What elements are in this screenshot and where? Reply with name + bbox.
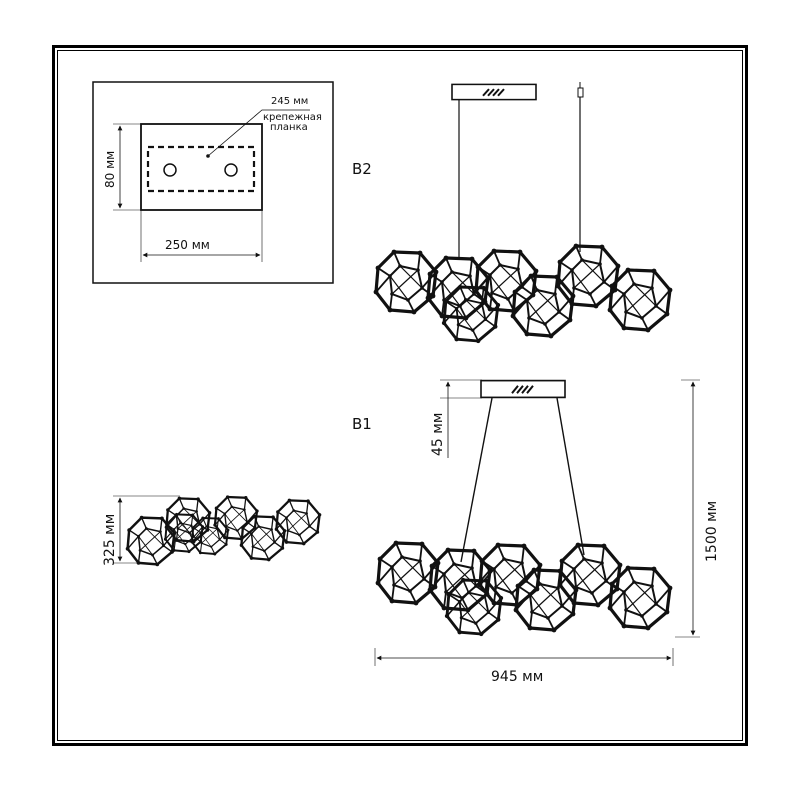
b1-width-label: 945 мм [491, 669, 543, 685]
mount-bar-dim-label: 245 мм [271, 96, 308, 107]
mount-hole-left [163, 163, 177, 177]
variant-b1-drawing: B1 45 мм 1500 мм 945 мм [352, 379, 720, 685]
mount-bar-label-2: планка [270, 122, 308, 133]
b1-canopy-height-label: 45 мм [430, 413, 446, 456]
b1-canopy [479, 379, 567, 399]
b2-canopy [451, 83, 537, 101]
mount-plate-inset: 245 мм крепежная планка 80 мм 250 мм [92, 81, 334, 284]
mounting-bar-outline [146, 145, 256, 193]
mount-bar-label-1: крепежная [263, 112, 322, 123]
inner-frame [57, 50, 743, 741]
variant-b1-label: B1 [352, 415, 372, 433]
variant-b2-drawing: B2 [352, 82, 675, 345]
inset-width-label: 250 мм [165, 238, 210, 252]
b1-cable-right [556, 397, 585, 556]
side-cage [273, 497, 323, 547]
b1-cage [555, 540, 625, 610]
leader-line [207, 109, 310, 157]
inset-height-label: 80 мм [103, 151, 117, 188]
b2-cable-stop [577, 87, 584, 98]
side-depth-label: 325 мм [102, 514, 118, 566]
canopy-outline [140, 123, 263, 211]
b1-cable-left [460, 397, 493, 563]
side-view-drawing: 325 мм [102, 494, 323, 568]
variant-b2-label: B2 [352, 160, 372, 178]
b1-height-label: 1500 мм [704, 501, 720, 562]
outer-frame [52, 45, 748, 746]
mount-hole-right [224, 163, 238, 177]
